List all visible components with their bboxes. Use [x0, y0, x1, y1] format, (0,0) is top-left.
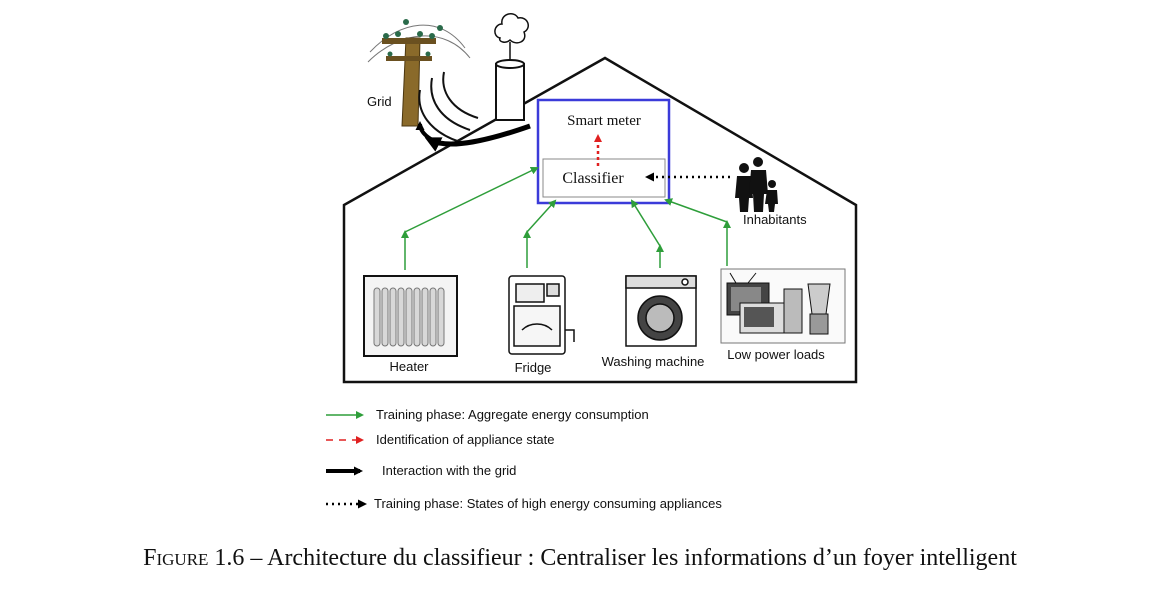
legend-item-identification: Identification of appliance state — [376, 432, 555, 447]
fridge-icon — [508, 275, 575, 355]
figure-caption: Figure 1.6 – Architecture du classifieur… — [0, 545, 1160, 572]
classifier-label: Classifier — [562, 170, 624, 187]
legend-item-training-aggregate: Training phase: Aggregate energy consump… — [376, 407, 649, 422]
chimney-smoke-icon — [494, 13, 529, 121]
classifier-box — [542, 158, 666, 198]
inhabitants-label: Inhabitants — [743, 212, 807, 227]
caption-text: Architecture du classifieur : Centralise… — [267, 545, 1017, 571]
washing-machine-icon — [625, 275, 697, 347]
smart-meter-label: Smart meter — [567, 113, 641, 129]
heater-label: Heater — [389, 359, 429, 374]
fridge-label: Fridge — [515, 360, 552, 375]
grid-interaction-arrow — [424, 123, 531, 152]
training-arrows — [401, 167, 731, 270]
house-outline — [342, 56, 858, 384]
radiator-icon — [363, 275, 458, 357]
washing-machine-label: Washing machine — [602, 354, 705, 369]
low-power-loads-label: Low power loads — [727, 347, 825, 362]
legend-item-training-high-energy: Training phase: States of high energy co… — [374, 496, 722, 511]
figure-number: Figure 1.6 — [143, 545, 245, 571]
legend-item-grid-interaction: Interaction with the grid — [382, 463, 516, 478]
caption-separator: – — [244, 545, 268, 571]
grid-label: Grid — [367, 94, 392, 109]
family-silhouette-icon — [735, 157, 778, 212]
small-appliances-icon — [720, 268, 846, 344]
power-pole-icon — [367, 19, 471, 127]
signal-waves-icon — [418, 71, 479, 143]
legend: Training phase: Aggregate energy consump… — [326, 407, 722, 511]
